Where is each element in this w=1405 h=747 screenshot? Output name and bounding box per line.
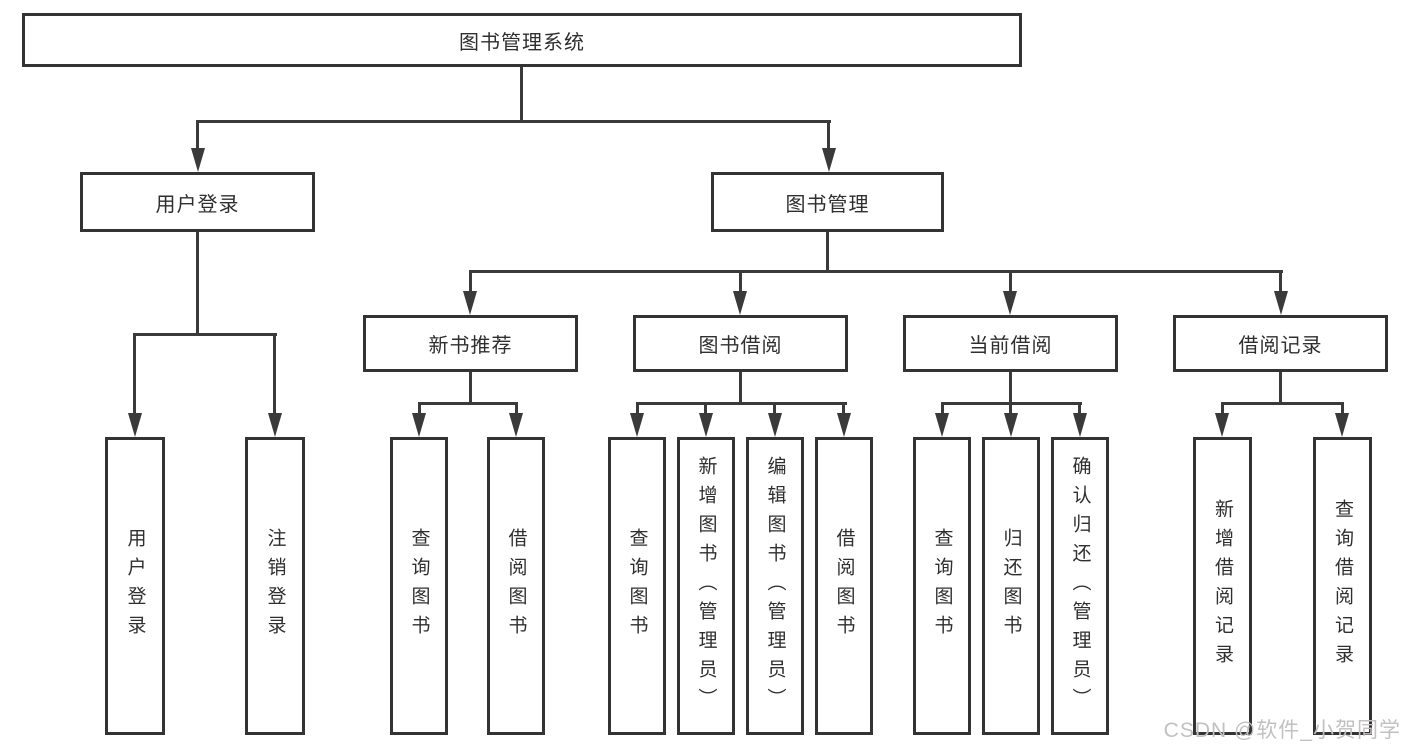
arrow-down-icon — [268, 413, 282, 437]
connector-line — [1078, 402, 1081, 416]
leaf-query-borrow-record: 查询借阅记录 — [1313, 437, 1372, 735]
connector-line — [469, 270, 472, 294]
connector-line — [197, 120, 831, 123]
connector-line — [941, 402, 944, 416]
connector-line — [196, 232, 199, 335]
arrow-down-icon — [509, 413, 523, 437]
leaf-query-books-recommend: 查询图书 — [390, 437, 448, 735]
node-book-borrow: 图书借阅 — [633, 315, 848, 372]
arrow-down-icon — [191, 148, 205, 172]
connector-line — [636, 402, 639, 416]
node-root: 图书管理系统 — [22, 13, 1022, 67]
leaf-edit-book-admin: 编辑图书（管理员） — [746, 437, 804, 735]
leaf-add-borrow-record: 新增借阅记录 — [1193, 437, 1252, 735]
leaf-add-book-admin: 新增图书（管理员） — [677, 437, 735, 735]
arrow-down-icon — [412, 413, 426, 437]
connector-line — [1221, 402, 1344, 405]
connector-line — [704, 402, 707, 416]
leaf-borrow-books-borrow: 借阅图书 — [815, 437, 873, 735]
node-book-management: 图书管理 — [711, 172, 944, 232]
arrow-down-icon — [837, 413, 851, 437]
connector-line — [133, 333, 277, 336]
arrow-down-icon — [822, 148, 836, 172]
leaf-logout: 注销登录 — [245, 437, 305, 735]
connector-line — [739, 270, 742, 294]
connector-line — [469, 270, 1283, 273]
connector-line — [1221, 402, 1224, 416]
arrow-down-icon — [699, 413, 713, 437]
arrow-down-icon — [768, 413, 782, 437]
connector-line — [1279, 270, 1282, 294]
arrow-down-icon — [128, 413, 142, 437]
connector-line — [1009, 270, 1012, 294]
connector-line — [196, 120, 199, 152]
connector-line — [1279, 372, 1282, 405]
connector-line — [827, 120, 830, 152]
connector-line — [1009, 402, 1012, 416]
connector-line — [739, 372, 742, 405]
watermark: CSDN @软件_小贺同学 — [1163, 719, 1401, 742]
arrow-down-icon — [1073, 413, 1087, 437]
leaf-user-login: 用户登录 — [105, 437, 165, 735]
arrow-down-icon — [1003, 291, 1017, 315]
leaf-borrow-books-recommend: 借阅图书 — [487, 437, 545, 735]
connector-line — [1009, 372, 1012, 405]
node-new-book-recommend: 新书推荐 — [363, 315, 578, 372]
node-borrow-records: 借阅记录 — [1173, 315, 1388, 372]
leaf-confirm-return-admin: 确认归还（管理员） — [1051, 437, 1109, 735]
connector-line — [418, 402, 421, 416]
connector-line — [515, 402, 518, 416]
connector-line — [469, 372, 472, 405]
connector-line — [520, 66, 523, 122]
connector-line — [273, 333, 276, 417]
arrow-down-icon — [1335, 413, 1349, 437]
connector-line — [773, 402, 776, 416]
arrow-down-icon — [733, 291, 747, 315]
connector-line — [842, 402, 845, 416]
arrow-down-icon — [1215, 413, 1229, 437]
arrow-down-icon — [1004, 413, 1018, 437]
connector-line — [418, 402, 518, 405]
node-user-login: 用户登录 — [80, 172, 315, 232]
arrow-down-icon — [1274, 291, 1288, 315]
leaf-return-books: 归还图书 — [982, 437, 1040, 735]
leaf-query-books-borrow: 查询图书 — [608, 437, 666, 735]
leaf-query-books-current: 查询图书 — [913, 437, 971, 735]
connector-line — [636, 402, 847, 405]
connector-line — [133, 333, 136, 417]
arrow-down-icon — [463, 291, 477, 315]
connector-line — [1341, 402, 1344, 416]
node-current-borrow: 当前借阅 — [903, 315, 1118, 372]
connector-line — [826, 232, 829, 273]
arrow-down-icon — [630, 413, 644, 437]
arrow-down-icon — [935, 413, 949, 437]
